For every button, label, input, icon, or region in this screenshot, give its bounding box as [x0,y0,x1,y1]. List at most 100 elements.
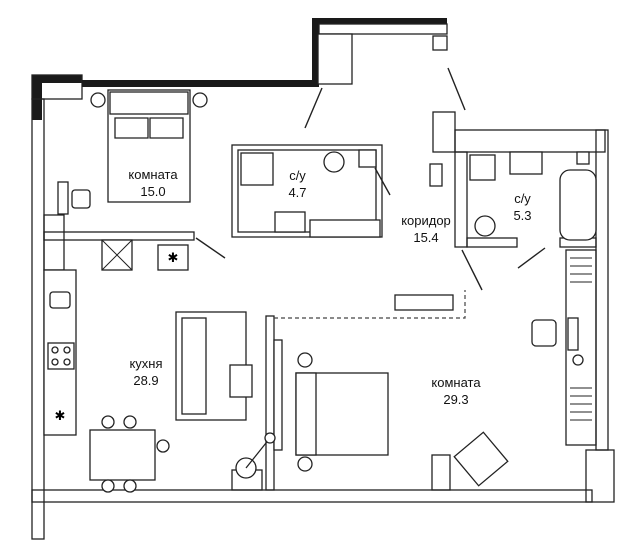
bed-room-1 [90,89,208,203]
wall-niche [43,214,65,271]
kitchen-name: кухня [129,356,163,371]
burner [63,346,71,354]
shower-icon [469,154,496,181]
room-1-bottom-wall [43,231,195,241]
lamp-arm [245,437,271,469]
room-1-area: 15.0 [140,184,166,199]
washing-machine [576,151,590,165]
wall-segment [595,129,609,451]
stove-icon [47,342,75,370]
cabinet-cross [101,239,133,271]
bathroom-2-walls [466,237,518,248]
desk-room-1 [57,181,91,215]
wall-segment [32,75,82,83]
lamp-icon [90,92,106,108]
shelf [429,163,443,187]
bathroom-1-name: с/у [289,168,306,183]
bench [394,294,454,311]
burner [51,346,59,354]
door-swing [374,167,391,196]
bed-headboard [109,91,189,115]
room-2-label: комната 29.3 [416,374,496,408]
bathroom-1-area: 4.7 [288,185,307,200]
bed-room-2 [295,352,389,472]
sink-icon [509,151,543,175]
washing-machine [358,149,377,168]
fridge [157,244,189,271]
column [431,454,451,491]
dashed-line [274,290,466,319]
wall-segment [31,98,45,540]
chair [156,439,170,453]
toilet-icon [474,215,496,237]
table [89,429,156,481]
hangers [570,387,592,421]
bathroom-2-name: с/у [514,191,531,206]
chair [123,415,137,429]
freezer-icon: ✱ [55,409,66,424]
chair [123,479,137,493]
wall-segment [82,80,317,87]
door-swing [195,237,226,259]
wardrobe-wall [565,249,597,446]
outer-walls [31,18,615,540]
chair [531,319,557,347]
room-2-area: 29.3 [443,392,469,407]
fridge-icon: ✱ [168,251,179,266]
room-1-name: комната [128,167,178,182]
armchair [453,431,509,487]
toilet-icon [323,151,345,173]
wall-segment [432,111,456,153]
wall-segment [31,489,593,503]
corridor-area: 15.4 [413,230,439,245]
dining-table [89,415,170,493]
wall-segment [585,449,615,503]
wardrobe [531,257,592,421]
wall-segment [312,18,319,87]
entry-cabinet [317,33,353,85]
pillow [114,117,184,139]
lamp-icon [192,92,208,108]
bed-headboard [295,372,317,456]
lamp-icon [297,456,313,472]
bathroom-2-area: 5.3 [513,208,532,223]
counter [309,219,381,238]
bathroom-2-fixtures [429,151,597,241]
corridor-name: коридор [401,213,451,228]
burner [63,358,71,366]
sofa-seat [181,317,207,415]
doors [195,67,546,291]
wall-segment [432,35,448,51]
lamp-head [264,432,276,444]
bathroom-1-walls [237,149,377,233]
coffee-table [229,364,253,398]
room-1-label: комната 15.0 [118,166,188,200]
burner [51,358,59,366]
tv-stand [273,339,283,451]
chair [101,479,115,493]
desk [57,181,69,215]
kitchen-area: 28.9 [133,373,159,388]
lamp-icon [572,354,584,366]
shower-icon [240,152,274,186]
chair [101,415,115,429]
door-swing [304,87,323,129]
sofa [175,311,253,421]
desk [567,317,579,351]
bathroom-2-label: с/у 5.3 [500,190,545,224]
door-swing [447,67,466,111]
bathtub-icon [559,169,597,241]
bathroom-2-walls [454,151,468,248]
wall-segment [318,23,448,35]
bathroom-1-walls [231,144,383,238]
kitchen-label: кухня 28.9 [116,355,176,389]
corridor-label: коридор 15.4 [386,212,466,246]
door-swing [517,247,546,269]
room-2-partition [265,315,275,491]
lamp-icon [297,352,313,368]
hangers [570,257,592,283]
bathroom-1-fixtures [240,149,381,238]
chair [71,189,91,209]
